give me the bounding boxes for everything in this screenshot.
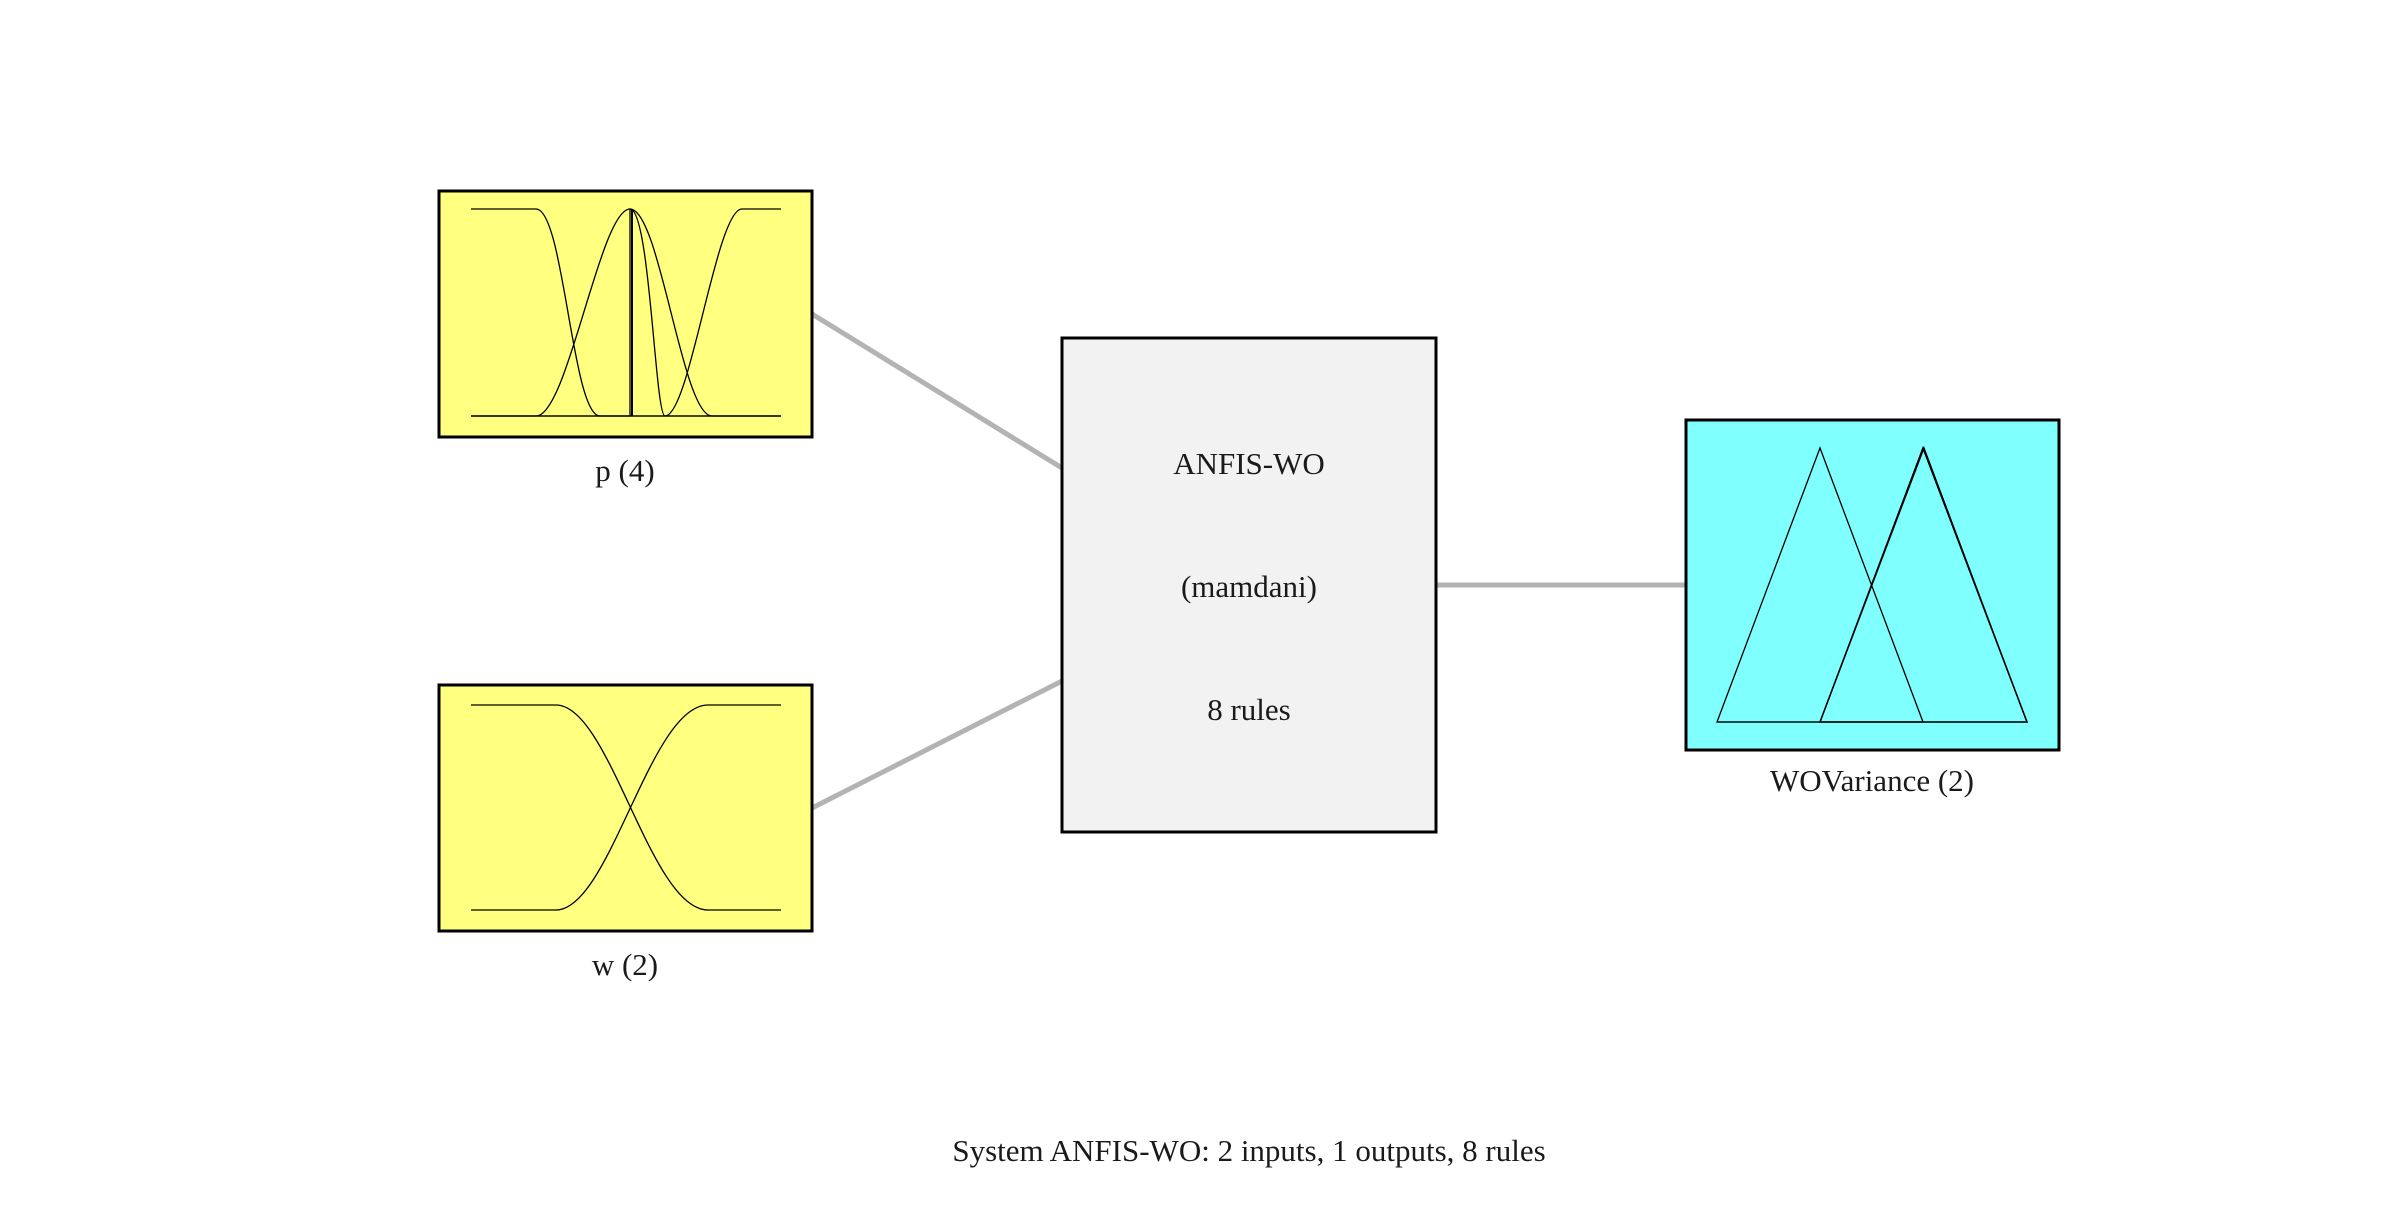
system-name: ANFIS-WO: [1173, 446, 1325, 481]
input-label-w: w (2): [592, 947, 658, 982]
system-rules: 8 rules: [1207, 692, 1291, 727]
input-node-p[interactable]: p (4): [437, 189, 814, 488]
input-label-p: p (4): [595, 453, 654, 488]
output-node-wovariance[interactable]: WOVariance (2): [1684, 418, 2061, 798]
membership-functions-p: [471, 208, 781, 417]
input-box-p: [437, 189, 814, 439]
output-label-wovariance: WOVariance (2): [1770, 763, 1974, 798]
system-type: (mamdani): [1181, 569, 1317, 604]
membership-functions-w: [471, 704, 781, 911]
system-caption: System ANFIS-WO: 2 inputs, 1 outputs, 8 …: [952, 1133, 1545, 1168]
system-node[interactable]: ANFIS-WO (mamdani) 8 rules: [1060, 336, 1438, 834]
input-node-w[interactable]: w (2): [437, 683, 814, 982]
connector-w-to-system: [810, 678, 1064, 811]
connector-p-to-system: [810, 311, 1064, 471]
input-box-w: [437, 683, 814, 933]
membership-functions-wovariance-shapes: [1716, 446, 2028, 723]
system-box: [1060, 336, 1438, 834]
